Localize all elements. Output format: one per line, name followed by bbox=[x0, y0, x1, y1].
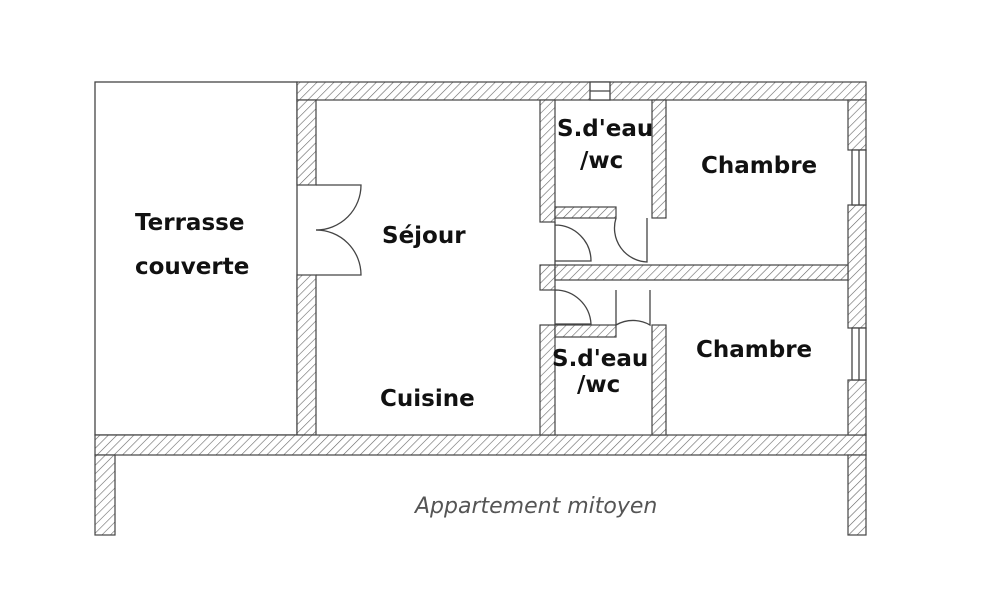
room-label-kitchen: Cuisine bbox=[380, 386, 475, 412]
room-label-bathroom-1: S.d'eau/wc bbox=[557, 116, 653, 174]
room-label-bedroom-2: Chambre bbox=[696, 337, 812, 363]
room-label-living: Séjour bbox=[382, 223, 466, 249]
room-label-bedroom-1: Chambre bbox=[701, 153, 817, 179]
windows bbox=[589, 81, 867, 381]
doors bbox=[315, 184, 651, 327]
walls bbox=[94, 81, 867, 536]
caption-adjacent-apartment: Appartement mitoyen bbox=[413, 494, 657, 519]
room-label-bathroom-2: S.d'eau/wc bbox=[552, 346, 648, 398]
